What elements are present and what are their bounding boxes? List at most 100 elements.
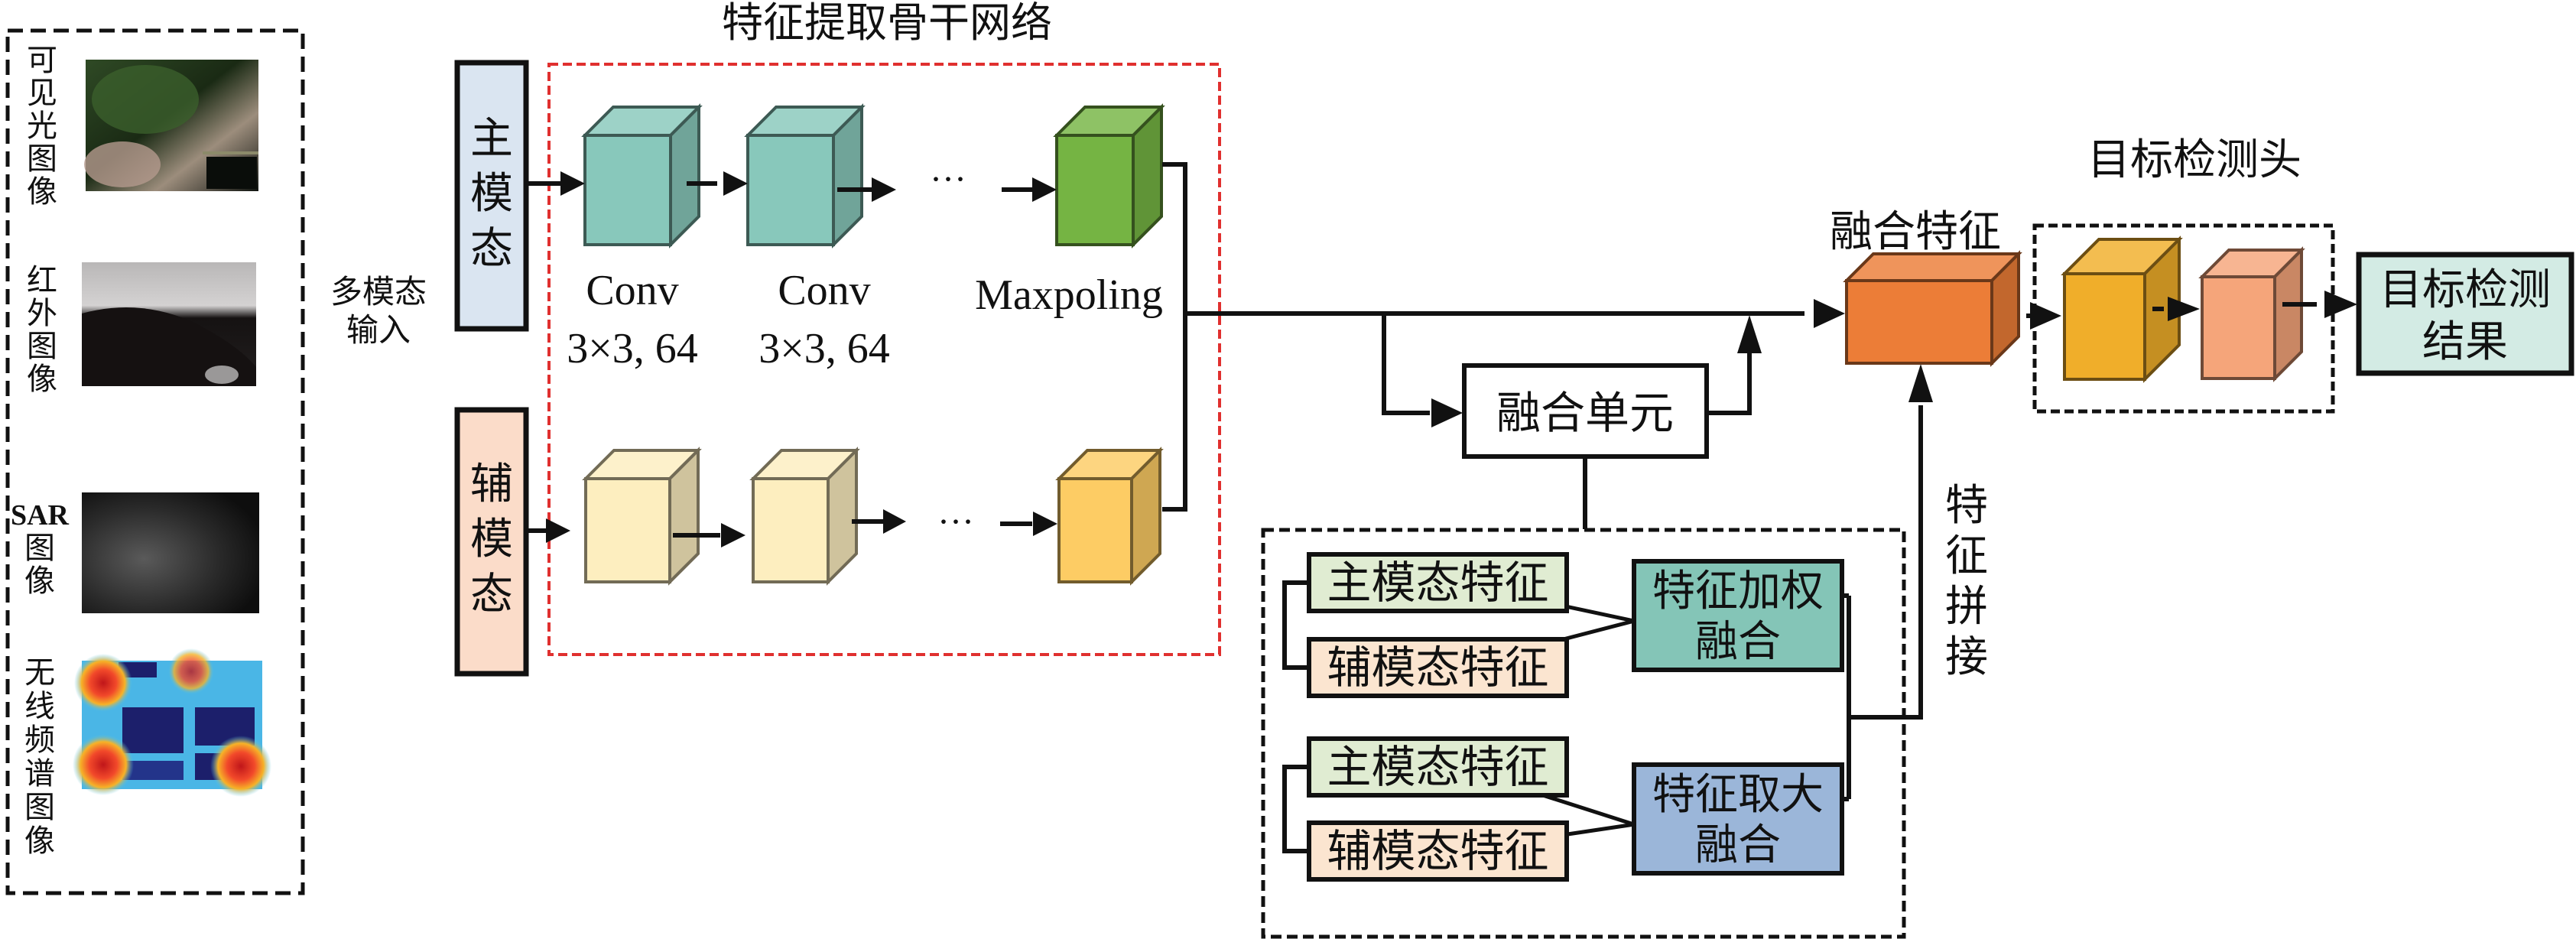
detection-head-box — [2032, 223, 2335, 414]
label-char: 可 — [27, 43, 57, 78]
infrared-item: 红 外 图 像 — [27, 262, 256, 397]
auxiliary-feature-label: 辅模态特征 — [1327, 642, 1548, 694]
wireless-spectrum-image — [73, 648, 271, 797]
detection-result-box: 目标检测 结果 — [2356, 252, 2574, 376]
arrow-icon — [721, 523, 746, 547]
result-line: 结果 — [2422, 317, 2508, 367]
label-char: 模 — [470, 169, 513, 219]
auxiliary-feature-box — [1307, 820, 1569, 882]
backbone-layer-labels: Conv 3×3, 64 Conv 3×3, 64 Maxpoling — [567, 267, 1163, 372]
arrow-icon — [2168, 297, 2200, 321]
input-panel: 可 见 光 图 像 红 外 图 像 — [5, 28, 305, 895]
cube-front-face — [752, 477, 830, 583]
label-char: 频 — [24, 723, 55, 758]
sar-item: SAR 图 像 — [11, 492, 259, 613]
visible-light-label: 可 见 光 图 像 — [27, 43, 57, 210]
label-char: 图 — [24, 531, 55, 566]
conv2-name: Conv — [778, 267, 870, 314]
label-char: 像 — [24, 564, 55, 599]
arrow-icon — [1814, 299, 1845, 328]
label-char: 图 — [27, 329, 57, 364]
fusion-unit-label: 融合单元 — [1496, 387, 1674, 439]
label-char: 无 — [24, 655, 55, 690]
visible-light-item: 可 见 光 图 像 — [27, 43, 258, 210]
arrow-icon — [1737, 315, 1762, 353]
sar-image — [82, 492, 259, 613]
label-char: 态 — [470, 224, 513, 274]
label-char: 线 — [24, 689, 55, 724]
auxiliary-ellipsis: ··· — [937, 502, 974, 542]
fusion-method-label: 融合 — [1695, 617, 1781, 667]
arrow-icon — [883, 509, 906, 534]
fusion-unit-box: 融合单元 — [1462, 363, 1709, 459]
wireless-spectrum-item: 无 线 频 谱 图 像 — [24, 648, 271, 859]
label-text: SAR — [11, 499, 70, 531]
conv2-params: 3×3, 64 — [759, 325, 890, 372]
label-char: 态 — [470, 570, 513, 619]
arrow-icon — [546, 518, 570, 543]
auxiliary-layer3-cube — [1055, 447, 1164, 586]
cube-front-face — [2063, 272, 2146, 381]
primary-feature-label: 主模态特征 — [1327, 557, 1548, 609]
label-char: 征 — [1945, 531, 1988, 581]
primary-feature-label: 主模态特征 — [1327, 741, 1548, 793]
primary-ellipsis: ··· — [930, 159, 966, 200]
multimodal-input-label: 多模态 输入 — [330, 273, 427, 349]
arrow-icon — [1431, 398, 1463, 427]
arrow-icon — [2030, 302, 2061, 330]
arrow-icon — [1908, 364, 1933, 402]
primary-conv2-cube — [744, 103, 866, 249]
label-char: 光 — [27, 109, 57, 144]
auxiliary-layer1-cube — [582, 447, 702, 586]
cube-front-face — [584, 477, 671, 583]
primary-feature-box — [1307, 552, 1569, 613]
cube-front-face — [1845, 279, 1993, 365]
fused-feature-label: 融合特征 — [1830, 207, 2001, 257]
arrow-icon — [872, 177, 896, 202]
fusion-groups-box — [1261, 528, 1906, 939]
conv1-name: Conv — [586, 267, 678, 314]
conv1-params: 3×3, 64 — [567, 325, 698, 372]
backbone-title: 特征提取骨干网络 — [722, 0, 1052, 47]
arrow-icon — [2324, 291, 2357, 318]
fusion-method-label: 融合 — [1695, 820, 1781, 870]
cube-front-face — [2201, 275, 2276, 380]
primary-conv1-cube — [581, 103, 703, 249]
label-line: 多模态 — [330, 273, 427, 310]
fused-feature-cube — [1843, 250, 2022, 367]
maxpool-name: Maxpoling — [975, 271, 1163, 319]
cube-front-face — [1055, 134, 1135, 246]
fusion-method-box — [1632, 762, 1844, 876]
cube-front-face — [1057, 477, 1133, 583]
fusion-method-box — [1632, 559, 1844, 672]
visible-light-image — [84, 60, 258, 191]
label-char: 接 — [1945, 632, 1988, 682]
fusion-method-label: 特征加权 — [1652, 567, 1824, 616]
label-char: 拼 — [1945, 582, 1988, 632]
label-char: 外 — [27, 296, 57, 331]
label-char: 见 — [27, 76, 57, 111]
auxiliary-layer2-cube — [749, 447, 860, 586]
label-char: 特 — [1945, 481, 1988, 531]
cube-front-face — [583, 134, 672, 246]
group-bracket — [1282, 580, 1309, 670]
input-panel-border — [5, 28, 305, 895]
label-char: 图 — [27, 141, 57, 177]
group-bracket — [1282, 765, 1309, 853]
primary-maxpool-cube — [1053, 103, 1165, 249]
arrow-icon — [1033, 512, 1057, 536]
label-char: 像 — [24, 824, 55, 859]
label-line: 输入 — [346, 311, 411, 349]
arrow-icon — [1032, 177, 1057, 202]
auxiliary-feature-label: 辅模态特征 — [1327, 825, 1548, 877]
wireless-spectrum-label: 无 线 频 谱 图 像 — [24, 655, 55, 859]
detection-head-layer2-cube — [2198, 246, 2305, 382]
cube-top-face — [1843, 252, 2022, 282]
auxiliary-modality-box: 辅 模 态 — [454, 407, 529, 677]
arrow-icon — [723, 171, 748, 196]
arrowheads — [546, 171, 2357, 547]
infrared-image — [82, 262, 256, 386]
